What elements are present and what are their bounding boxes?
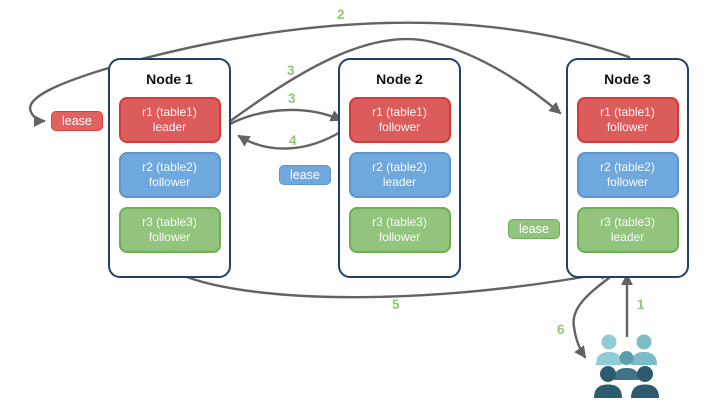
replica-r2-node1: r2 (table2) follower [118, 152, 221, 198]
replica-name: r2 (table2) [372, 160, 427, 174]
replica-r3-node2: r3 (table3) follower [348, 207, 451, 253]
replica-name: r2 (table2) [600, 160, 655, 174]
lease-badge-green: lease [508, 219, 560, 239]
user-front-right [631, 366, 659, 398]
replica-role: follower [148, 230, 191, 244]
user-middle [614, 351, 639, 380]
replica-r3-node3: r3 (table3) leader [576, 207, 679, 253]
replica-role: follower [378, 120, 421, 134]
replica-role: follower [148, 175, 191, 189]
replica-role: follower [378, 230, 421, 244]
step-label-4: 4 [289, 133, 297, 148]
replica-name: r1 (table1) [600, 105, 655, 119]
users-group-icon [594, 334, 659, 398]
user-back-right [631, 334, 657, 365]
node-card-2: Node 2 r1 (table1) follower r2 (table2) … [338, 58, 461, 278]
replica-name: r1 (table1) [142, 105, 197, 119]
step-label-6: 6 [557, 322, 565, 337]
arrow-step3-node1-to-node2 [228, 108, 343, 126]
replica-r3-node1: r3 (table3) follower [118, 207, 221, 253]
replica-r1-node3: r1 (table1) follower [576, 97, 679, 143]
replica-role: leader [382, 175, 417, 189]
step-label-3a: 3 [287, 63, 295, 78]
arrow-step3-node1-to-node3 [227, 37, 562, 124]
user-front-left [594, 366, 622, 398]
user-back-left [596, 334, 622, 365]
step-label-3b: 3 [288, 91, 296, 106]
replica-name: r2 (table2) [142, 160, 197, 174]
replica-name: r3 (table3) [372, 215, 427, 229]
lease-badge-red: lease [51, 111, 103, 131]
replica-r2-node2: r2 (table2) leader [348, 152, 451, 198]
step-label-2: 2 [337, 7, 345, 22]
node-card-3: Node 3 r1 (table1) follower r2 (table2) … [566, 58, 689, 278]
step-label-1: 1 [637, 297, 645, 312]
arrow-step4-node2-to-node1 [237, 129, 344, 150]
replica-role: follower [606, 120, 649, 134]
node-card-1: Node 1 r1 (table1) leader r2 (table2) fo… [108, 58, 231, 278]
node-title: Node 1 [146, 71, 193, 87]
replica-role: leader [152, 120, 187, 134]
replica-r2-node3: r2 (table2) follower [576, 152, 679, 198]
lease-badge-blue: lease [279, 165, 331, 185]
step-label-5: 5 [392, 297, 400, 312]
arrow-step6-node3-to-users [572, 269, 620, 359]
replica-r1-node1: r1 (table1) leader [118, 97, 221, 143]
replica-role: follower [606, 175, 649, 189]
replica-name: r3 (table3) [600, 215, 655, 229]
replica-r1-node2: r1 (table1) follower [348, 97, 451, 143]
replica-name: r1 (table1) [372, 105, 427, 119]
replica-role: leader [610, 230, 645, 244]
node-title: Node 3 [604, 71, 651, 87]
node-title: Node 2 [376, 71, 423, 87]
arrow-step5-node1-to-node3 [166, 266, 613, 299]
replica-name: r3 (table3) [142, 215, 197, 229]
